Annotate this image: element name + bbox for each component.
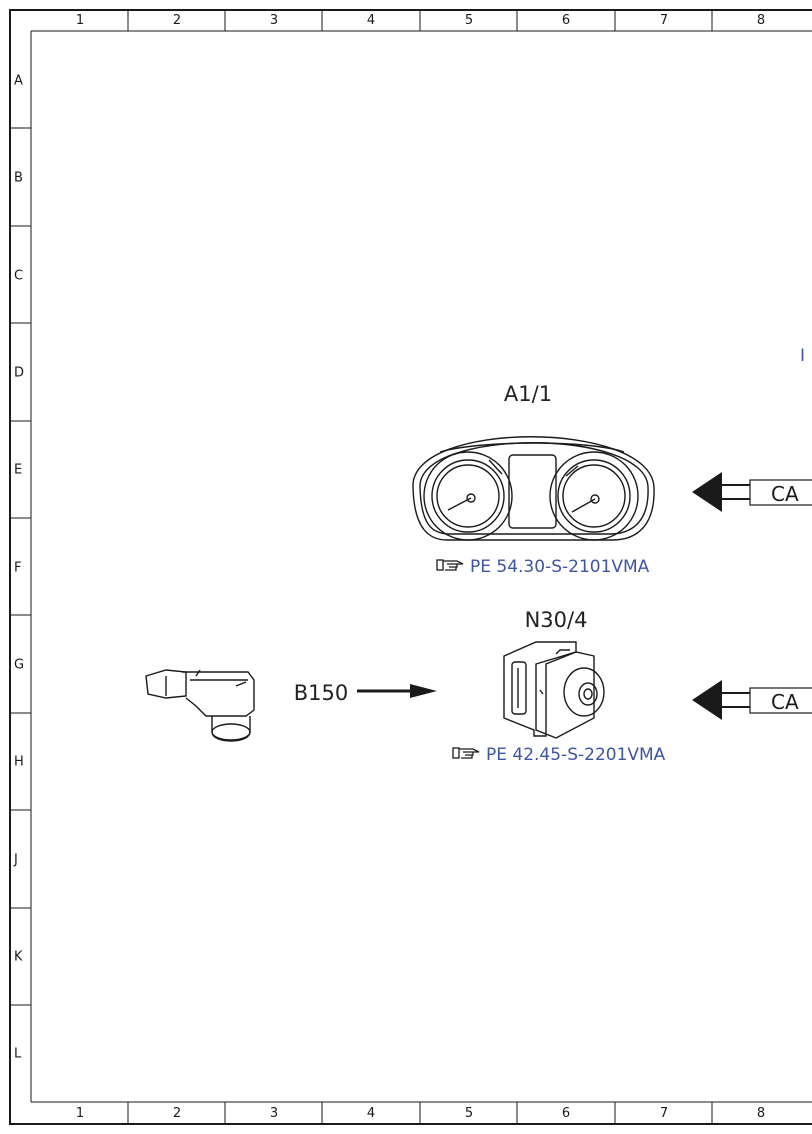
pointing-hand-icon: [452, 747, 480, 759]
column-number-bottom: 3: [269, 1106, 279, 1121]
column-number: 4: [366, 13, 376, 28]
control-unit-reference-text[interactable]: PE 42.45-S-2201VMA: [486, 745, 666, 765]
column-number: 3: [269, 13, 279, 28]
instrument-cluster-label: A1/1: [503, 382, 553, 406]
can-bus-label-upper: CA: [771, 482, 799, 506]
row-letter: D: [14, 365, 25, 381]
truncated-reference-marker: I: [800, 346, 806, 366]
can-arrow-upper: [692, 472, 812, 512]
can-bus-label-lower: CA: [771, 690, 799, 714]
row-letter: E: [14, 462, 23, 478]
column-number-bottom: 4: [366, 1106, 376, 1121]
column-number: 1: [75, 13, 85, 28]
sensor-label: B150: [293, 681, 349, 705]
b150-arrow: [357, 684, 437, 698]
row-letter: K: [14, 949, 23, 965]
row-letter: H: [14, 754, 24, 770]
column-number: 8: [756, 13, 766, 28]
row-letter: B: [14, 170, 23, 186]
outer-frame: [9, 9, 812, 1125]
column-number: 2: [172, 13, 182, 28]
row-letter: C: [14, 268, 24, 284]
row-letter: G: [14, 657, 25, 673]
instrument-cluster-drawing: [412, 436, 655, 541]
column-number: 7: [659, 13, 669, 28]
instrument-cluster-reference-text[interactable]: PE 54.30-S-2101VMA: [470, 557, 650, 577]
row-letter: J: [14, 852, 18, 868]
column-number-bottom: 5: [464, 1106, 474, 1121]
column-number-bottom: 6: [561, 1106, 571, 1121]
control-unit-reference-link[interactable]: PE 42.45-S-2201VMA: [486, 745, 665, 765]
column-number-bottom: 7: [659, 1106, 669, 1121]
sensor-drawing: [145, 669, 255, 742]
column-number: 5: [464, 13, 474, 28]
instrument-cluster-reference-link[interactable]: PE 54.30-S-2101VMA: [470, 557, 649, 577]
column-number-bottom: 1: [75, 1106, 85, 1121]
column-number: 6: [561, 13, 571, 28]
pointing-hand-icon: [436, 559, 464, 571]
row-letter: A: [14, 73, 23, 89]
row-letter: L: [14, 1046, 22, 1062]
row-letter: F: [14, 560, 22, 576]
control-unit-drawing: [503, 641, 605, 739]
column-number-bottom: 8: [756, 1106, 766, 1121]
column-number-bottom: 2: [172, 1106, 182, 1121]
control-unit-label: N30/4: [524, 608, 588, 632]
can-arrow-lower: [692, 680, 812, 720]
